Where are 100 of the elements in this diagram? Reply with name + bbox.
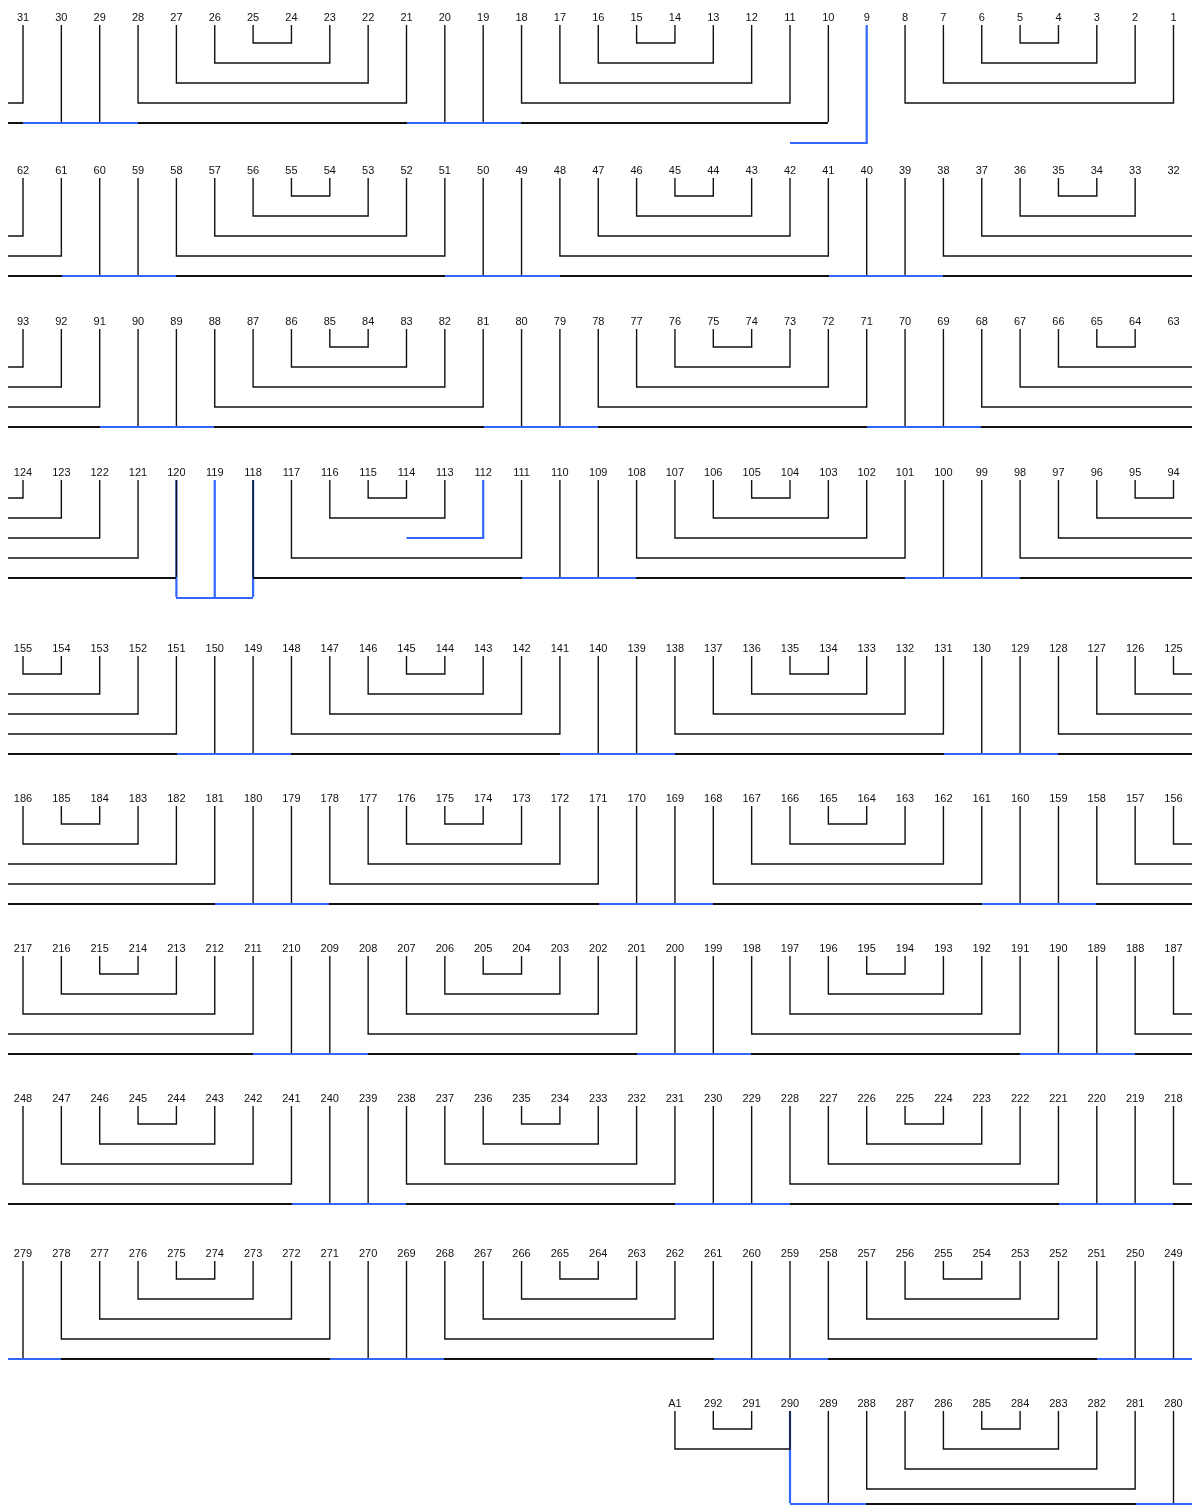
wire (329, 655, 523, 715)
wire (137, 328, 139, 427)
wire (1019, 24, 1060, 44)
wire (290, 955, 293, 1054)
wire (827, 805, 868, 825)
wire (520, 177, 523, 276)
wire (1019, 177, 1136, 217)
wire (904, 1260, 1021, 1300)
wire (444, 955, 561, 995)
wire (674, 479, 868, 539)
wire (367, 655, 484, 695)
wire (405, 955, 599, 1015)
wire (789, 655, 830, 675)
wire (559, 24, 753, 84)
wire (674, 805, 676, 904)
wire (597, 328, 868, 408)
wire (367, 1260, 369, 1359)
wire (674, 328, 791, 368)
wire (405, 1260, 408, 1359)
wire (367, 479, 408, 499)
wire (1019, 805, 1021, 904)
wire (99, 177, 101, 276)
bus-line (8, 577, 177, 579)
wire (866, 1260, 1060, 1320)
wire (7, 24, 24, 104)
wire (1134, 655, 1193, 695)
bus-line (8, 903, 1192, 905)
wire (444, 1105, 638, 1165)
wire (866, 955, 906, 975)
wire (7, 177, 63, 257)
wire (60, 1105, 254, 1165)
wire (712, 1410, 753, 1430)
wire (1019, 479, 1193, 559)
wire (290, 328, 408, 368)
wire (1096, 328, 1136, 348)
wire (405, 1105, 676, 1185)
wire (674, 177, 714, 197)
wire (99, 1260, 293, 1320)
wire (1019, 655, 1021, 754)
wire (137, 177, 139, 276)
wire (750, 1105, 753, 1204)
wire (712, 655, 906, 715)
wire (290, 479, 523, 559)
wire (99, 24, 101, 123)
wire (1096, 1105, 1098, 1204)
wire (137, 1260, 254, 1300)
bus-line (8, 1203, 1192, 1205)
wire (559, 479, 561, 578)
wire (329, 479, 446, 519)
wire (175, 328, 178, 427)
bus-line (8, 1053, 1192, 1055)
wire (827, 1105, 1021, 1165)
wire (1134, 479, 1175, 499)
wire (1057, 655, 1193, 735)
wire (1096, 805, 1193, 885)
wire (904, 328, 906, 427)
wire (7, 805, 178, 865)
wire (904, 1410, 1098, 1470)
wire (712, 805, 983, 885)
wire (750, 805, 945, 865)
wire (942, 479, 945, 578)
wire (7, 655, 101, 695)
wire (290, 655, 561, 735)
wire (329, 955, 331, 1054)
wire (406, 480, 485, 540)
wire (635, 328, 830, 388)
wire (712, 955, 714, 1054)
wire (597, 177, 791, 237)
wire (7, 177, 24, 237)
wire (866, 1410, 1136, 1490)
wire (981, 655, 983, 754)
wire (827, 1260, 1098, 1340)
wire (559, 177, 830, 257)
wire (329, 328, 369, 348)
wire (214, 655, 216, 754)
wire (559, 1260, 599, 1280)
wire (1096, 655, 1193, 715)
wire (7, 479, 63, 519)
wire (635, 479, 906, 559)
wire (674, 1410, 791, 1450)
wire (7, 328, 101, 408)
wire (60, 805, 101, 825)
wire (290, 805, 293, 904)
bus-line (8, 1358, 1192, 1360)
wire (482, 177, 484, 276)
wire (942, 328, 945, 427)
wire (367, 955, 638, 1035)
wire (7, 655, 139, 715)
wire (22, 655, 63, 675)
wire (1057, 955, 1060, 1054)
wire (1172, 1105, 1193, 1185)
wire (827, 955, 945, 995)
wire (635, 655, 638, 754)
wire (674, 655, 945, 735)
wire (789, 805, 906, 845)
wire (942, 1410, 1060, 1450)
wire (1057, 479, 1193, 539)
wire (7, 955, 254, 1035)
wire (7, 479, 24, 499)
wire (520, 1260, 638, 1300)
